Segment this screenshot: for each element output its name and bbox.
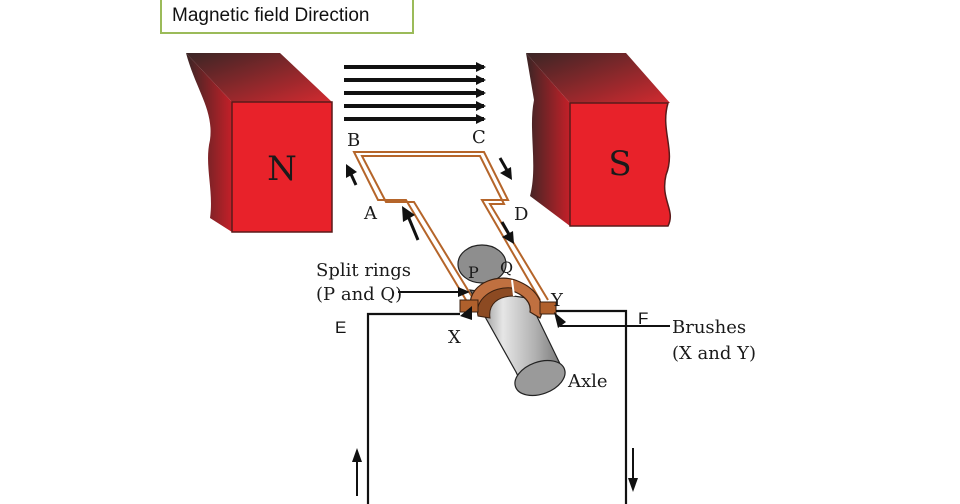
pointers [398, 287, 670, 327]
north-pole-label: N [267, 149, 297, 189]
ring-q-label: Q [500, 258, 513, 277]
current-arrows [346, 157, 514, 244]
point-d-label: D [514, 204, 528, 225]
south-pole-label: S [608, 144, 631, 184]
current-arrow-up [406, 215, 420, 241]
coil [352, 151, 549, 301]
brush-y-label: Y [550, 290, 564, 311]
circuit [366, 309, 628, 504]
point-a-label: A [363, 203, 378, 224]
brush-x [460, 306, 472, 320]
brush-x-label: X [448, 327, 461, 348]
split-rings-sublabel: (P and Q) [316, 284, 402, 305]
brushes-label: Brushes [672, 317, 746, 338]
north-magnet: N [186, 53, 333, 233]
circuit-arrows [352, 448, 638, 496]
wire-e [366, 312, 460, 504]
split-rings-label: Split rings [316, 260, 411, 281]
brush-y [554, 312, 566, 328]
title-box: Magnetic field Direction [160, 0, 414, 34]
wire-f [556, 309, 628, 504]
south-magnet: S [526, 53, 671, 227]
point-b-label: B [347, 130, 360, 151]
terminal-e-label: E [335, 318, 346, 337]
brushes [460, 306, 566, 328]
field-lines [344, 62, 486, 124]
split-rings [459, 277, 557, 319]
point-c-label: C [472, 127, 486, 148]
axle-label: Axle [567, 371, 608, 392]
brushes-sublabel: (X and Y) [672, 343, 756, 364]
axle [457, 244, 566, 397]
diagram-title: Magnetic field Direction [172, 5, 370, 26]
terminal-f-label: F [638, 309, 648, 328]
ring-p-label: P [468, 263, 479, 282]
